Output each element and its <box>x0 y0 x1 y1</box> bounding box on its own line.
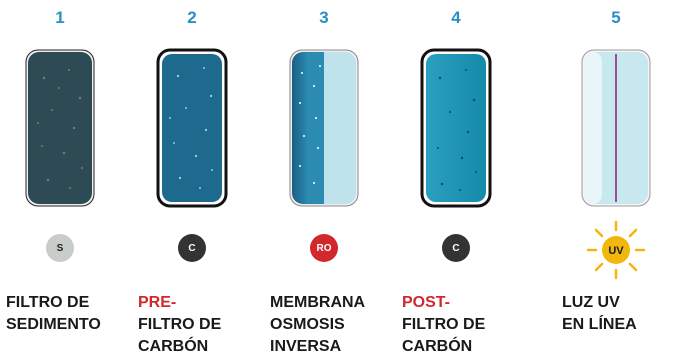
stage-number: 5 <box>611 8 621 27</box>
uv-sun-icon: UV <box>586 220 646 280</box>
stage-label: PRE- FILTRO DE CARBÓN <box>138 292 258 358</box>
stage-3: 3 RO MEMBRANA OSMOSIS INVERSA <box>264 0 384 360</box>
carbon-postfilter-icon <box>420 48 492 208</box>
stage-number: 4 <box>451 8 461 27</box>
ro-badge: RO <box>310 234 338 262</box>
label-line: SEDIMENTO <box>6 316 101 333</box>
stage-label: LUZ UV EN LÍNEA <box>562 292 681 336</box>
stage-label: POST- FILTRO DE CARBÓN <box>402 292 522 358</box>
stage-4: 4 C POST- FILTRO DE CARBÓN <box>396 0 516 360</box>
carbon-badge: C <box>442 234 470 262</box>
label-line: CARBÓN <box>402 338 473 355</box>
stage-number: 3 <box>319 8 329 27</box>
carbon-prefilter-icon <box>156 48 228 208</box>
label-line: MEMBRANA <box>270 294 366 311</box>
label-line: FILTRO DE <box>138 316 222 333</box>
stage-number: 1 <box>55 8 65 27</box>
stage-number: 2 <box>187 8 197 27</box>
stage-1: 1 S FILTRO DE SEDIMENTO <box>0 0 120 360</box>
sediment-filter-icon <box>25 49 95 207</box>
label-line: CARBÓN <box>138 338 209 355</box>
sediment-badge: S <box>46 234 74 262</box>
label-line: LUZ UV <box>562 294 620 311</box>
stage-label: MEMBRANA OSMOSIS INVERSA <box>270 292 390 358</box>
label-line: OSMOSIS <box>270 316 345 333</box>
uv-lamp-icon <box>581 49 651 207</box>
label-line: FILTRO DE <box>6 294 90 311</box>
uv-badge: UV <box>608 245 624 257</box>
stage-label: FILTRO DE SEDIMENTO <box>6 292 126 336</box>
label-prefix: POST- <box>402 294 451 311</box>
carbon-badge: C <box>178 234 206 262</box>
label-line: EN LÍNEA <box>562 316 637 333</box>
label-prefix: PRE- <box>138 294 177 311</box>
label-line: INVERSA <box>270 338 342 355</box>
ro-membrane-icon <box>289 49 359 207</box>
stage-5: 5 UV LUZ UV EN LÍNEA <box>556 0 676 360</box>
stage-2: 2 C PRE- FILTRO DE CARBÓN <box>132 0 252 360</box>
label-line: FILTRO DE <box>402 316 486 333</box>
